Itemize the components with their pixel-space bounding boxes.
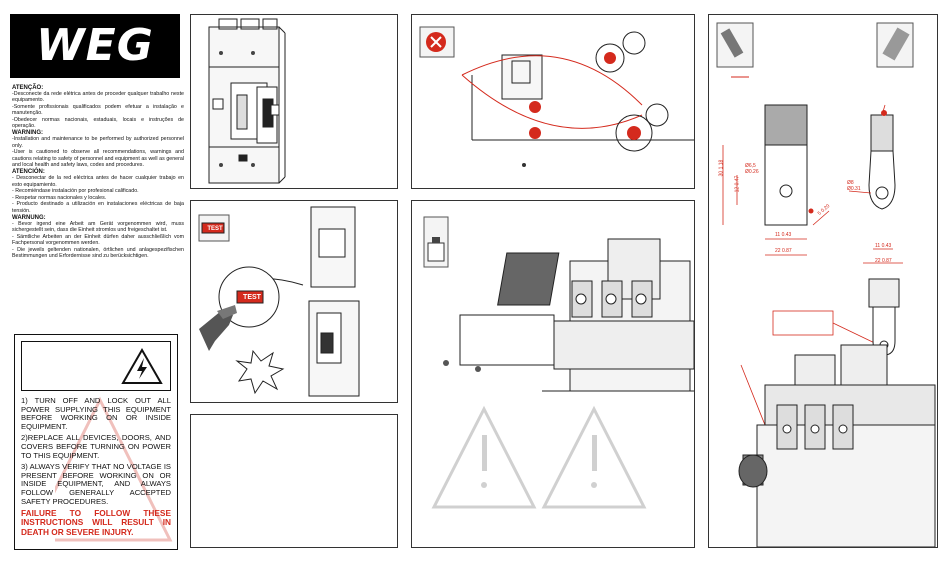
safety-item-2: 2)REPLACE ALL DEVICES, DOORS, AND COVERS… <box>21 433 171 460</box>
safety-warning-box: 1) TURN OFF AND LOCK OUT ALL POWER SUPPL… <box>14 334 178 550</box>
warning-line: -Installation and maintenance to be perf… <box>12 136 184 149</box>
connection-dimensions-illustration <box>716 22 936 548</box>
warning-line: - Producto destinado a utilización en in… <box>12 201 184 214</box>
panel-test-button: TEST TEST <box>190 200 398 403</box>
dim-lug-b: 22 0.87 <box>875 258 892 264</box>
warning-line: - Respetar normas nacionales y locales. <box>12 194 107 201</box>
warning-heading-pt: ATENÇÃO: <box>12 84 44 91</box>
busbar-icon <box>716 22 754 68</box>
panel-empty <box>190 414 398 548</box>
panel-screw-detail <box>411 14 695 189</box>
breaker-front-illustration <box>208 18 286 184</box>
test-icon-label: TEST <box>207 226 223 232</box>
test-button-label: TEST <box>243 294 261 301</box>
high-voltage-icon <box>121 347 163 384</box>
dim-bar-a: 11 0.43 <box>775 232 792 238</box>
test-button-illustration <box>198 206 360 397</box>
weg-logo: WEG <box>10 14 180 78</box>
panel-terminal-cover <box>411 200 695 548</box>
safety-instructions: 1) TURN OFF AND LOCK OUT ALL POWER SUPPL… <box>21 396 171 540</box>
screw-detail-illustration <box>419 26 694 167</box>
dim-lug-a: 11 0.43 <box>875 243 892 249</box>
safety-item-3: 3) ALWAYS VERIFY THAT NO VOLTAGE IS PRES… <box>21 462 171 506</box>
warning-line: - Bevor irgend eine Arbeit am Gerät vorg… <box>12 220 184 234</box>
warning-heading-de: WARNUNG: <box>12 214 46 221</box>
watermark-warning-triangles <box>431 405 647 509</box>
terminal-cover-illustration <box>423 216 695 509</box>
red-watermark-triangle <box>55 396 173 542</box>
panel-breaker-front <box>190 14 398 189</box>
dim-bar-e: 12 0.47 <box>734 175 741 193</box>
warning-heading-es: ATENCIÓN: <box>12 169 45 176</box>
warning-line: -Obedecer normas nacionais, estaduais, l… <box>12 116 184 130</box>
dim-bar-b: 22 0.87 <box>775 248 792 254</box>
high-voltage-label <box>21 341 171 391</box>
final-warning: FAILURE TO FOLLOW THESE INSTRUCTIONS WIL… <box>21 508 171 537</box>
warning-line: - Sämtliche Arbeiten an der Einheit dürf… <box>12 233 184 247</box>
safety-item-1: 1) TURN OFF AND LOCK OUT ALL POWER SUPPL… <box>21 396 171 431</box>
warning-line: - Die jeweils geltenden nationalen, örtl… <box>12 246 184 259</box>
warning-line: -Somente profissionais qualificados pode… <box>12 103 184 117</box>
warning-line: - Recomiéndase instalación por profesion… <box>12 188 139 195</box>
warning-line: -User is cautioned to observe all recomm… <box>12 149 184 169</box>
dim-bar-d: 30 1.18 <box>718 159 725 177</box>
multilingual-warnings: ATENÇÃO: -Desconecte da rede elétrica an… <box>12 84 184 259</box>
warning-line: - Desconectar de la red eléctrica antes … <box>12 175 184 188</box>
warning-heading-en: WARNING: <box>12 130 43 137</box>
warning-line: -Desconecte da rede elétrica antes de pr… <box>12 91 184 104</box>
logo-text: WEG <box>36 20 154 71</box>
